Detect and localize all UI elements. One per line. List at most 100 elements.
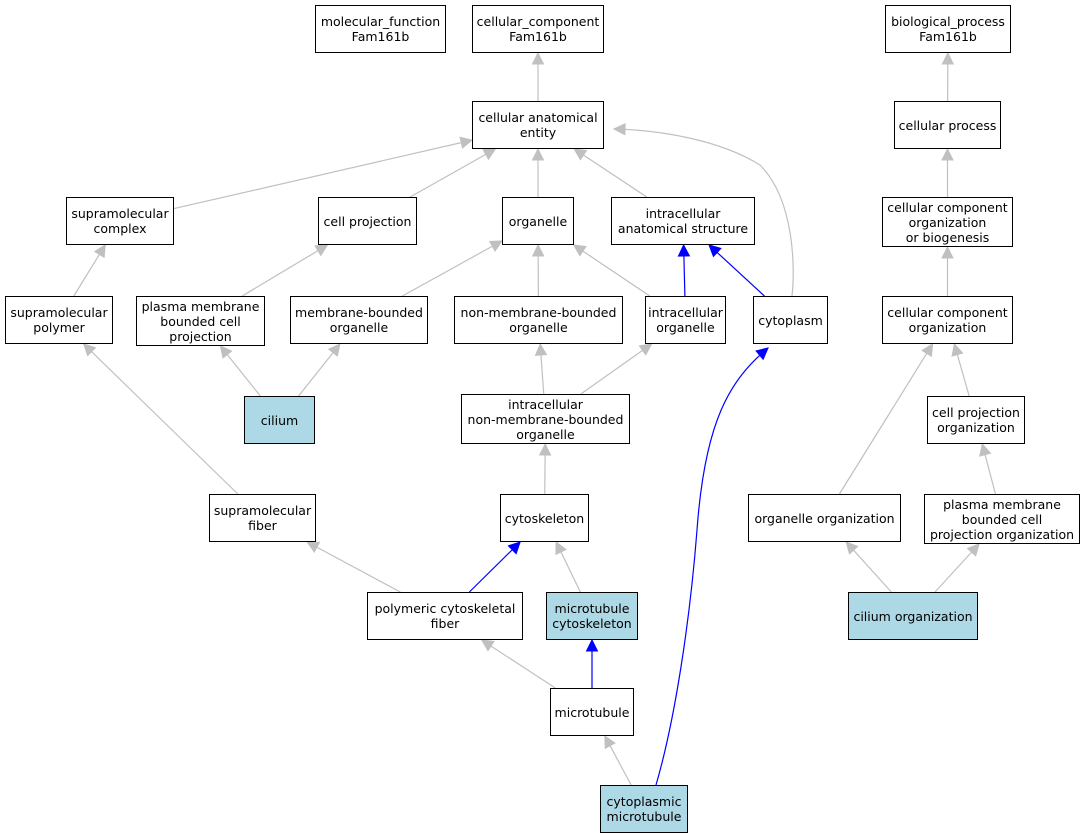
- edge-io-to-organelle: [581, 250, 651, 297]
- node-label-line: cellular anatomical: [478, 110, 598, 125]
- node-cilium-org[interactable]: cilium organization: [848, 592, 978, 640]
- edge-organelle-to-cae-arrowhead: [531, 147, 545, 161]
- node-label-line: cell projection: [323, 213, 412, 229]
- node-label-line: fiber: [248, 518, 277, 533]
- node-label-line: organelle: [516, 426, 575, 442]
- edge-cytoplasm-to-cae-arrowhead: [612, 122, 626, 136]
- node-label-line: cytoplasmic: [606, 794, 682, 809]
- node-label-line: supramolecular: [10, 305, 108, 320]
- node-label-line: organization: [908, 320, 987, 335]
- edge-cilium-to-pmbcp: [226, 353, 261, 397]
- edge-oo-to-cco-arrowhead: [921, 343, 934, 358]
- node-label-line: microtubule: [554, 601, 630, 616]
- edge-cco-to-ccob-arrowhead: [941, 245, 954, 259]
- node-label-line: molecular_function: [320, 14, 441, 29]
- node-oo[interactable]: organelle organization: [748, 494, 901, 542]
- edge-cytoskeleton-to-inmbo-arrowhead: [538, 442, 552, 456]
- node-cell-projection[interactable]: cell projection: [318, 197, 417, 245]
- node-label-line: organelle: [508, 213, 568, 229]
- edge-cytoplasm-to-ias: [716, 251, 765, 297]
- node-label-line: Fam161b: [351, 29, 410, 44]
- edge-inmbo-to-io-arrowhead: [638, 343, 653, 356]
- node-label-line: cell projection: [932, 405, 1020, 420]
- node-cytoskeleton[interactable]: cytoskeleton: [500, 494, 589, 542]
- node-label-line: plasma membrane: [943, 496, 1061, 512]
- edge-cell_projection-to-cae: [409, 153, 487, 198]
- node-label-line: organelle organization: [754, 510, 895, 526]
- edge-cell_projection-to-cae-arrowhead: [482, 148, 497, 161]
- edge-cytoplasm-to-cae: [613, 128, 794, 297]
- node-label-line: intracellular: [648, 305, 723, 320]
- node-label-line: anatomical structure: [617, 221, 749, 236]
- node-label-line: or biogenesis: [905, 229, 990, 245]
- node-label-line: organelle: [509, 320, 568, 335]
- edge-pmbcp-to-cell_projection-arrowhead: [314, 244, 329, 257]
- edge-supramolecular_fiber-to-supramolecular_polymer: [90, 350, 239, 495]
- edge-inmbo-to-nmbo-arrowhead: [534, 342, 548, 356]
- edge-mbo-to-organelle-arrowhead: [488, 240, 503, 252]
- node-label-line: membrane-bounded: [295, 305, 423, 320]
- node-label-line: non-membrane-bounded: [467, 411, 624, 427]
- edge-supramolecular_complex-to-cae-arrowhead: [459, 136, 474, 149]
- node-label-line: microtubule: [554, 704, 630, 720]
- edge-cm-to-cytoplasm-arrowhead: [755, 347, 769, 361]
- edge-io-to-organelle-arrowhead: [572, 244, 587, 257]
- edge-cilium_org-to-oo: [852, 549, 892, 593]
- node-cilium[interactable]: cilium: [244, 396, 315, 444]
- node-organelle[interactable]: organelle: [502, 197, 574, 245]
- edge-ccob-to-cellular_process-arrowhead: [941, 147, 954, 161]
- edge-cm-to-cytoplasm: [655, 347, 769, 786]
- edge-supramolecular_polymer-to-supramolecular_complex: [73, 253, 101, 297]
- node-microtubule[interactable]: microtubule: [550, 688, 634, 736]
- node-label-line: organization: [908, 214, 987, 230]
- edge-microtubule-to-pcf: [489, 644, 556, 689]
- edge-pcf-to-cytoskeleton-arrowhead: [507, 541, 521, 555]
- edge-microtubule-to-mtc-arrowhead: [585, 638, 599, 652]
- edge-pcf-to-supramolecular_fiber: [315, 546, 401, 593]
- node-cytoplasm[interactable]: cytoplasm: [753, 296, 828, 344]
- node-cellular-process[interactable]: cellular process: [894, 101, 1001, 149]
- node-label-line: organelle: [656, 320, 715, 335]
- node-label-line: entity: [519, 125, 557, 140]
- edge-inmbo-to-nmbo: [540, 353, 545, 395]
- edge-supramolecular_polymer-to-supramolecular_complex-arrowhead: [93, 244, 106, 259]
- node-label-line: cellular_component: [476, 14, 600, 29]
- node-label-line: cellular component: [887, 305, 1008, 320]
- node-label-line: cytoskeleton: [552, 616, 632, 631]
- edge-supramolecular_complex-to-cae: [173, 141, 463, 210]
- node-label-line: cilium organization: [853, 608, 973, 624]
- edge-mbo-to-organelle: [402, 245, 494, 297]
- node-label-line: complex: [93, 221, 147, 236]
- node-label-line: cellular component: [887, 199, 1008, 215]
- edge-supramolecular_fiber-to-supramolecular_polymer-arrowhead: [82, 343, 97, 357]
- node-label-line: bounded cell: [160, 313, 241, 329]
- edge-cytoplasm-to-ias-arrowhead: [708, 244, 722, 258]
- edge-cpo-to-cco-arrowhead: [951, 342, 964, 357]
- node-label-line: bounded cell: [961, 511, 1043, 527]
- node-label-line: projection: [169, 328, 232, 344]
- node-label-line: supramolecular: [71, 206, 169, 221]
- edge-cm-to-microtubule: [609, 744, 632, 786]
